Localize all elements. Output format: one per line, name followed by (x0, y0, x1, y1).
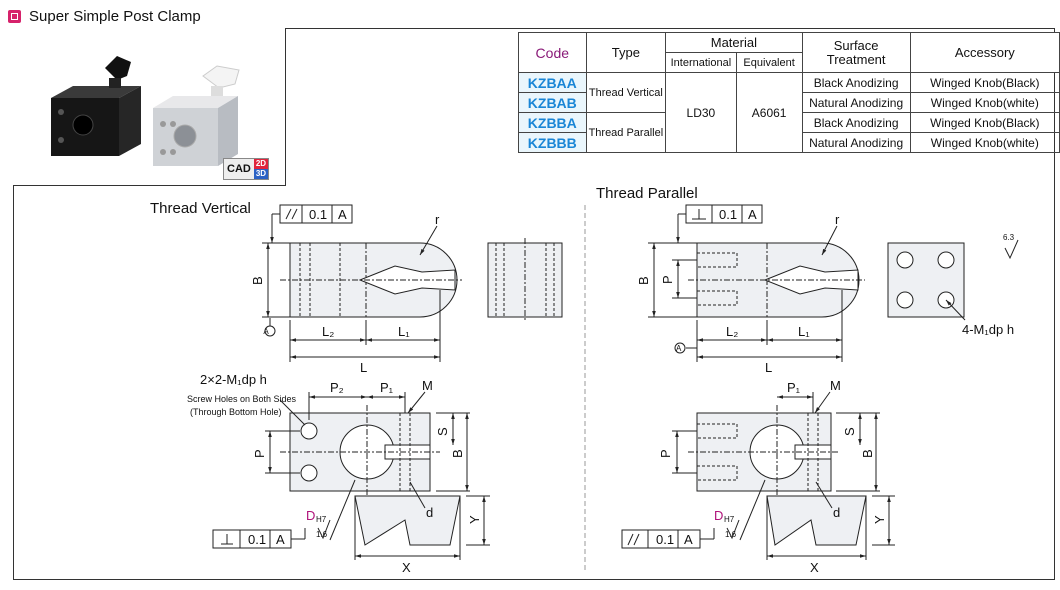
content-frame (13, 28, 1055, 580)
dim-b: B (250, 276, 265, 285)
vertical-front-view (280, 242, 462, 318)
dim-p1: P₁ (787, 380, 801, 395)
dim-m: M (830, 378, 841, 393)
dim-l: L (360, 360, 367, 375)
roughness-value: 6.3 (1003, 233, 1015, 242)
dim-l1: L₁ (798, 324, 810, 339)
spec-table: Code Type Material Surface Treatment Acc… (518, 32, 1060, 153)
parallel-front-view (688, 242, 865, 318)
datum-label: A (276, 532, 285, 547)
dim-d: D (714, 508, 723, 523)
dim-y: Y (467, 515, 482, 524)
dim-h7: H7 (316, 515, 327, 524)
international-value: LD30 (665, 72, 737, 153)
dim-h7: H7 (724, 515, 735, 524)
dim-d-small: d (426, 505, 433, 520)
row-accessory: Winged Knob(white) (909, 132, 1060, 153)
datum-label: A (748, 207, 757, 222)
dim-l2: L₂ (726, 324, 738, 339)
cad-2d-label: 2D (253, 159, 269, 169)
vertical-top-view (280, 405, 440, 500)
product-image (51, 56, 240, 166)
col-material: Material (665, 32, 803, 53)
hole-note: 4-M₁dp h (962, 322, 1014, 337)
dim-b: B (636, 276, 651, 285)
cad-label: CAD (227, 163, 251, 175)
cad-badge[interactable]: CAD 2D 3D (223, 158, 270, 180)
datum-marker: A (676, 344, 682, 353)
dim-y: Y (872, 515, 887, 524)
datum-marker: A (263, 327, 269, 336)
dim-m: M (422, 378, 433, 393)
row-accessory: Winged Knob(Black) (909, 72, 1060, 93)
screw-sub1: Screw Holes on Both Sides (187, 394, 297, 404)
dim-r: r (435, 212, 440, 227)
roughness-value: 1.6 (316, 530, 328, 539)
row-code: KZBBB (518, 132, 587, 153)
dim-p: P (660, 275, 675, 284)
screw-sub2: (Through Bottom Hole) (190, 407, 282, 417)
dim-p1: P₁ (380, 380, 394, 395)
dim-s: S (435, 427, 450, 436)
col-accessory: Accessory (909, 32, 1060, 73)
dim-p: P (252, 449, 267, 458)
row-code: KZBAA (518, 72, 587, 93)
dim-p2: P₂ (330, 380, 344, 395)
row-surface: Black Anodizing (801, 72, 911, 93)
type-parallel-cell: Thread Parallel (585, 112, 667, 153)
dim-l2: L₂ (322, 324, 334, 339)
parallel-top-view (688, 405, 840, 500)
header: Super Simple Post Clamp (8, 6, 201, 26)
dim-x: X (402, 560, 411, 575)
drawing-title-parallel: Thread Parallel (596, 185, 698, 202)
row-accessory: Winged Knob(Black) (909, 112, 1060, 133)
parallel-side-view (887, 242, 965, 318)
dim-r: r (835, 212, 840, 227)
tol-value: 0.1 (309, 207, 327, 222)
dim-l: L (765, 360, 772, 375)
row-accessory: Winged Knob(white) (909, 92, 1060, 113)
screw-note: 2×2-M₁dp h (200, 372, 267, 387)
type-vertical-cell: Thread Vertical (585, 72, 667, 113)
product-photo: CAD 2D 3D (13, 28, 286, 186)
datum-label: A (684, 532, 693, 547)
row-code: KZBBA (518, 112, 587, 133)
section-marker-icon (8, 9, 21, 23)
dim-d-small: d (833, 505, 840, 520)
cad-3d-label: 3D (253, 169, 269, 179)
tol-value: 0.1 (248, 532, 266, 547)
vertical-side-view (487, 238, 563, 322)
col-type: Type (585, 32, 667, 73)
page-title: Super Simple Post Clamp (29, 7, 201, 25)
datum-label: A (338, 207, 347, 222)
dim-s: S (842, 427, 857, 436)
equivalent-value: A6061 (735, 72, 803, 153)
col-international: International (665, 52, 737, 73)
dim-l1: L₁ (398, 324, 410, 339)
dim-p: P (658, 449, 673, 458)
dim-d: D (306, 508, 315, 523)
dim-b-top: B (450, 449, 465, 458)
drawing-title-vertical: Thread Vertical (150, 200, 251, 217)
tol-value: 0.1 (719, 207, 737, 222)
row-code: KZBAB (518, 92, 587, 113)
tol-value: 0.1 (656, 532, 674, 547)
roughness-value: 1.6 (725, 530, 737, 539)
dim-x: X (810, 560, 819, 575)
dim-b-top: B (860, 449, 875, 458)
